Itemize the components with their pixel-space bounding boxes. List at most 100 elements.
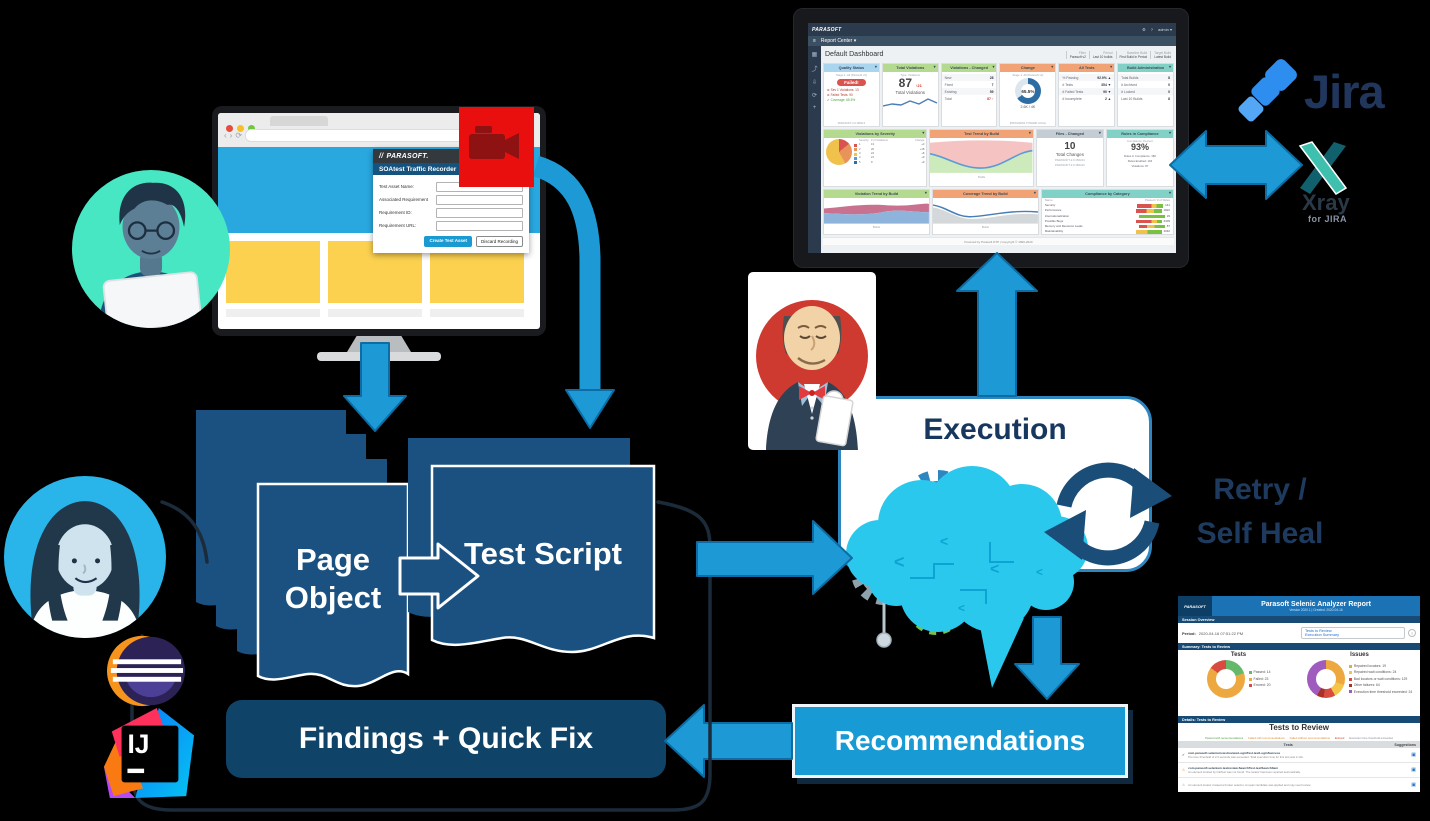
tests-column-header: Tests [1283,742,1293,747]
share-icon[interactable]: ⤴ [811,67,818,73]
change-donut-chart: 65.5% [1014,78,1041,104]
widget-violation-trend: Violation Trend by Build▾ Builds [823,189,930,235]
discard-recording-button[interactable]: Discard Recording [475,236,523,247]
collapse-icon[interactable]: ▾ [1033,190,1036,195]
requirement-url-input[interactable] [436,220,523,231]
download-icon[interactable]: ⇩ [811,80,818,86]
parasoft-brand: PARASOFT [1178,596,1212,616]
suggestion-icon[interactable]: ▣ [1411,752,1416,758]
test-review-row[interactable]: ✔ com.parasoft.selenium.testreview.Login… [1178,748,1420,763]
recommendations-label: Recommendations [834,725,1086,756]
filter-link[interactable]: Failed with recommendations [1248,735,1285,740]
details-bar: Details: Tests to Review [1178,716,1420,723]
xray-icon [1298,141,1348,195]
minimize-window-icon[interactable] [237,125,244,132]
pendulum-node [876,632,892,648]
arrow-execution-to-dashboard [956,252,1038,397]
period-label: Period: [1182,630,1196,636]
collapse-icon[interactable]: ▾ [1168,64,1171,69]
period-value: 2020-04-16 07:51:22 PM [1198,630,1244,636]
dashboard-footer: Powered by Parasoft DTP | Copyright © 19… [823,237,1174,245]
dashboard-top-nav: PARASOFT ⚙ ? admin ▾ [808,23,1176,36]
forward-icon[interactable]: › [229,130,233,140]
help-icon[interactable]: ? [1150,27,1153,32]
selenic-title: Parasoft Selenic Analyzer Report [1261,600,1371,608]
filter-link[interactable]: Passed with recommendations [1205,735,1244,740]
arrow-dashboard-jira-bidirectional [1169,130,1303,200]
test-review-row[interactable]: ⚠ com.parasoft.selenium.testreview.Searc… [1178,763,1420,778]
collapse-icon[interactable]: ▾ [1168,190,1171,195]
collapse-icon[interactable]: ▾ [1110,64,1113,69]
collapse-icon[interactable]: ▾ [922,130,925,135]
parasoft-brand: PARASOFT [812,26,842,33]
test-trend-area-chart [930,140,1033,173]
filter-link[interactable]: Failed without recommendations [1289,735,1330,740]
associated-requirement-input[interactable] [436,194,523,205]
glasses-icon [127,221,176,241]
arrow-execution-to-recommendations [1014,616,1080,700]
summary-bar: Summary: Tests to Review [1178,643,1420,650]
collapse-icon[interactable]: ▾ [1028,130,1031,135]
field-label: Test Asset Name: [379,184,415,189]
review-filters: Passed with recommendations Failed with … [1178,734,1420,741]
collapse-icon[interactable]: ▾ [1168,130,1171,135]
arrow-recorder-to-testscript [532,155,615,429]
tests-to-review-link[interactable]: Tests to Review [1305,629,1332,633]
filter-link[interactable]: Execution time threshold exceeded [1349,735,1393,740]
refresh-icon[interactable]: ⟳ [811,93,818,99]
issues-chart: Issues Repaired locators: 19 Repaired wa… [1299,650,1420,716]
suggestion-icon[interactable]: ▣ [1411,767,1416,773]
monitor-base [317,352,441,361]
requirement-id-input[interactable] [436,207,523,218]
page-object-stack: Page Object [196,410,410,688]
field-label: Requirement URL: [379,223,417,228]
collapse-icon[interactable]: ▾ [992,64,995,69]
widget-files-changed: Files - Changed▾ 10 Total Changes PARASO… [1035,129,1104,187]
grid-icon[interactable]: ▦ [811,52,818,58]
back-icon[interactable]: ‹ [224,130,227,140]
add-icon[interactable]: + [812,105,817,111]
suggestion-icon[interactable]: ▣ [1411,782,1416,788]
xray-logo-text: Xray [1302,190,1350,215]
retry-self-heal-label: Retry / Self Heal [1196,473,1324,550]
tests-to-review-title: Tests to Review [1269,723,1329,732]
webpage-card [226,241,320,317]
violations-sparkline [883,98,938,107]
status-badge: Failed! [837,79,866,86]
parasoft-brand: PARASOFT. [386,152,429,160]
jenkins-logo-card [748,272,876,450]
widget-quality-status: Quality Status▾ Stage 1: All (Parasoft v… [823,63,880,127]
dashboard-menubar: ≡ Report Center ▾ [808,36,1176,46]
dashboard-monitor: PARASOFT ⚙ ? admin ▾ ≡ Report Center ▾ ▦… [793,8,1189,268]
parasoft-logo-mark: // [379,152,384,160]
browser-tab[interactable] [270,116,328,126]
collapse-icon[interactable]: ▾ [1051,64,1054,69]
filter-link[interactable]: Errored [1334,735,1345,740]
xray-for-jira-text: for JIRA [1308,214,1348,224]
report-center-menu[interactable]: Report Center ▾ [820,38,857,44]
user-menu[interactable]: admin ▾ [1157,27,1172,32]
execution-summary-link[interactable]: Execution Summary [1305,633,1339,637]
menu-icon[interactable]: ≡ [813,38,816,44]
collapse-icon[interactable]: ▾ [874,64,877,69]
maximize-window-icon[interactable] [248,125,255,132]
collapse-icon[interactable]: ▾ [1098,130,1101,135]
gear-icon[interactable]: ⚙ [1142,27,1146,32]
selenic-header: PARASOFT Parasoft Selenic Analyzer Repor… [1178,596,1420,616]
collapse-icon[interactable]: ▾ [933,64,936,69]
close-window-icon[interactable] [226,125,233,132]
collapse-icon[interactable]: ▾ [924,190,927,195]
violation-trend-area-chart [824,203,929,224]
widget-change: Change▾ Stage 1: All (Parasoft v2) 65.5%… [999,63,1057,127]
test-review-row[interactable]: ⚠ An element locator created a broken se… [1178,778,1420,792]
create-test-asset-button[interactable]: Create Test Asset [424,236,472,247]
reload-icon[interactable]: ⟳ [235,130,243,140]
execution-box: Execution [838,396,1152,572]
face [122,194,180,260]
help-icon[interactable]: ? [1408,629,1416,637]
